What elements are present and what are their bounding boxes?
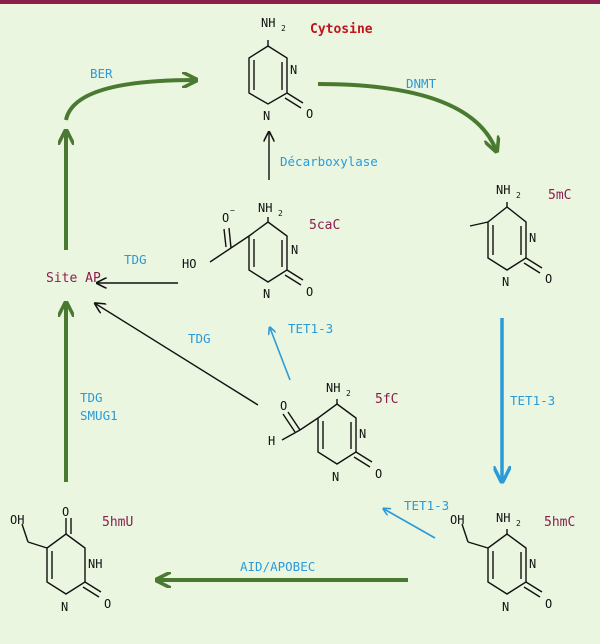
5cac-carboxyl-o: O [222,211,229,225]
5hmu-n3h: NH [88,557,102,571]
label-ber: BER [90,66,113,81]
5hmu-o4: O [62,505,69,519]
5hmc-n1: N [502,600,509,614]
label-tdg-left: TDG [80,390,103,405]
5hmu-n1: N [61,600,68,614]
label-tdg-mid: TDG [188,331,211,346]
cytosine-n1: N [263,109,270,123]
cytosine-amine: NH [261,16,275,30]
5fc-formyl-h: H [268,434,275,448]
5cac-hydroxyl: HO [182,257,196,271]
5cac-amine-sub: 2 [278,209,283,218]
5fc-n1: N [332,470,339,484]
5mc-n3: N [529,231,536,245]
arrow-ber-curve [64,80,195,121]
top-border [0,0,600,4]
label-tet-right: TET1-3 [510,393,555,408]
5hmu-hydroxyl: OH [10,513,24,527]
5hmu-o2: O [104,597,111,611]
5mc-o2: O [545,272,552,286]
label-site-ap: Site AP [46,271,101,286]
5hmc-amine: NH [496,511,510,525]
5mc-n1: N [502,275,509,289]
arrow-5fc-to-site-ap [96,304,259,406]
label-tet-low: TET1-3 [404,498,449,513]
label-dnmt: DNMT [406,76,437,91]
5cac-o2: O [306,285,313,299]
label-cytosine: Cytosine [310,22,373,37]
label-tet-mid: TET1-3 [288,321,333,336]
arrow-dnmt-curve [317,82,496,150]
cytosine-amine-sub: 2 [281,24,286,33]
5cac-structure: NH 2 N N O O − HO [182,201,313,301]
5mc-structure: NH 2 N N O [469,183,552,289]
5cac-n3: N [291,243,298,257]
5mc-amine-sub: 2 [516,191,521,200]
label-tdg-top: TDG [124,252,147,267]
5cac-n1: N [263,287,270,301]
label-5fc: 5fC [375,392,398,407]
label-aid-apobec: AID/APOBEC [240,559,315,574]
5cac-amine: NH [258,201,272,215]
5hmc-hydroxyl: OH [450,513,464,527]
cytosine-structure: NH 2 N N O [248,16,313,123]
5fc-amine: NH [326,381,340,395]
label-decarboxylase: Décarboxylase [280,154,378,169]
5fc-formyl-o: O [280,399,287,413]
label-5cac: 5caC [309,218,340,233]
5hmu-structure: O NH N O OH [10,505,111,614]
label-5hmc: 5hmC [544,515,575,530]
cytosine-n3: N [290,63,297,77]
5hmc-n3: N [529,557,536,571]
cytosine-o2: O [306,107,313,121]
5fc-structure: NH 2 N N O O H [268,381,382,484]
5fc-n3: N [359,427,366,441]
5hmc-amine-sub: 2 [516,519,521,528]
label-smug1: SMUG1 [80,408,118,423]
label-5mc: 5mC [548,188,571,203]
arrow-5fc-to-5cac [270,328,291,381]
5hmc-o2: O [545,597,552,611]
arrow-5hmc-to-5fc [384,509,436,539]
5fc-amine-sub: 2 [346,389,351,398]
5hmc-structure: NH 2 N N O OH [450,511,552,614]
label-5hmu: 5hmU [102,515,133,530]
5cac-carboxyl-charge: − [230,206,235,215]
5mc-amine: NH [496,183,510,197]
5fc-o2: O [375,467,382,481]
